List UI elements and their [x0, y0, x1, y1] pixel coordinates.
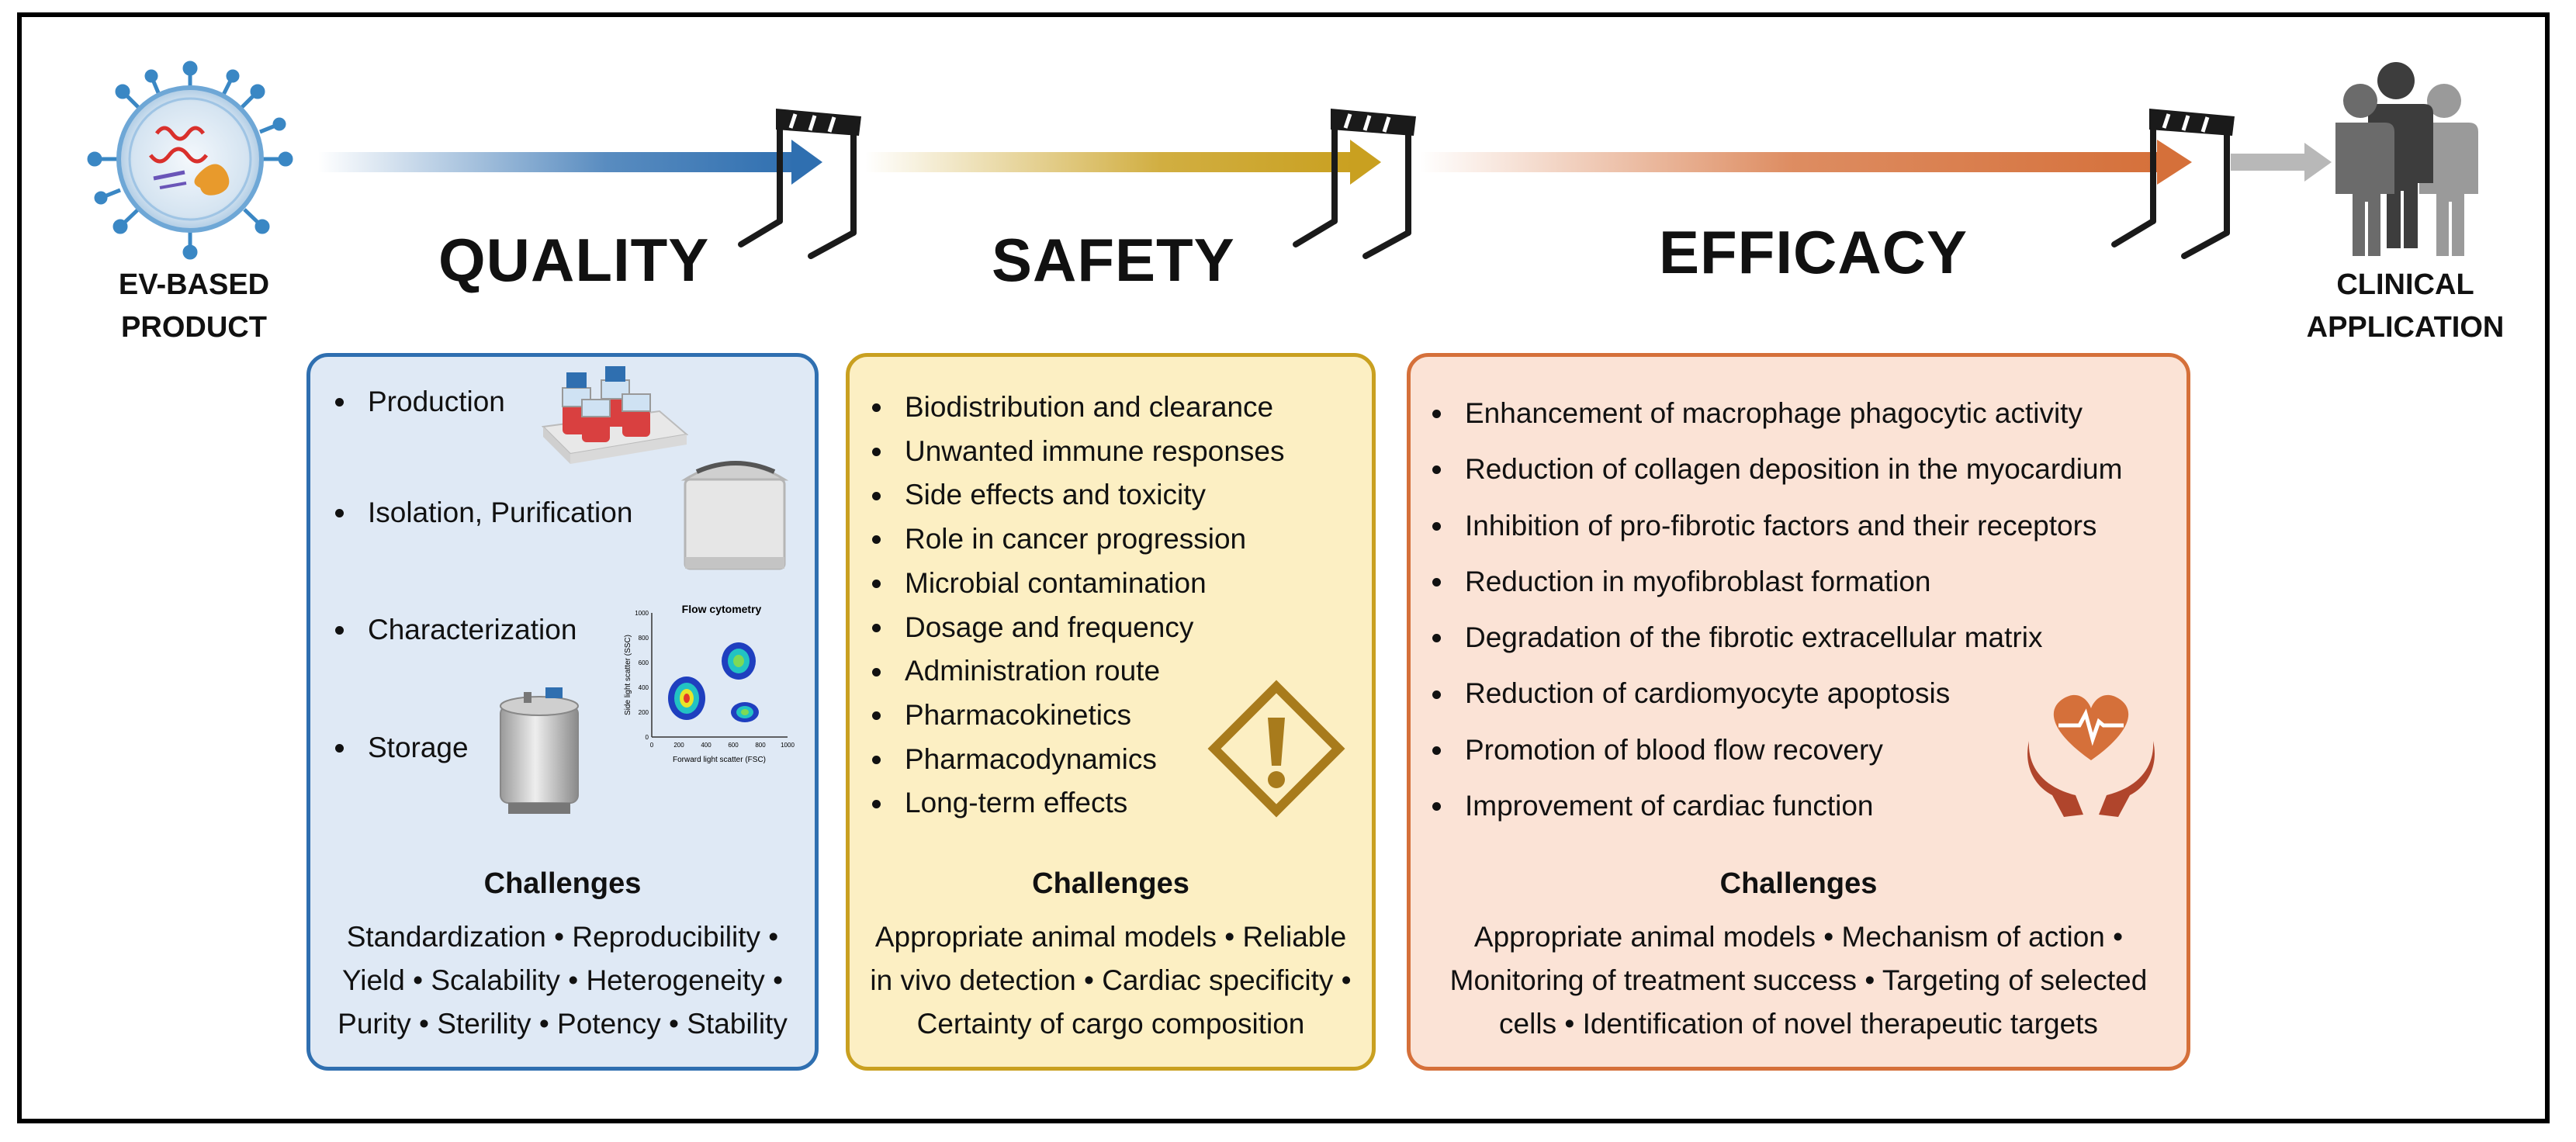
start-label-line1: EV-BASED	[118, 268, 270, 301]
safety-box	[846, 353, 1376, 1071]
efficacy-item: Degradation of the fibrotic extracellula…	[1425, 610, 2122, 666]
flow-plot-xtick: 0	[650, 742, 654, 749]
safety-item: Administration route	[864, 649, 1284, 694]
efficacy-title: EFFICACY	[1659, 218, 1968, 286]
quality-challenges-text: Standardization • Reproducibility • Yiel…	[306, 915, 819, 1046]
efficacy-item: Enhancement of macrophage phagocytic act…	[1425, 386, 2122, 441]
safety-item: Pharmacodynamics	[864, 738, 1284, 782]
efficacy-item: Promotion of blood flow recovery	[1425, 722, 2122, 778]
warning-diamond-icon	[1207, 680, 1345, 818]
flow-plot-xtick: 1000	[781, 742, 795, 749]
flow-plot-xtick: 400	[701, 742, 712, 749]
flow-plot-xlabel: Forward light scatter (FSC)	[673, 756, 766, 764]
start-label-line2: PRODUCT	[121, 311, 267, 344]
safety-item: Unwanted immune responses	[864, 430, 1284, 474]
hurdle-icon-quality	[738, 109, 861, 259]
flow-plot-xtick: 600	[728, 742, 739, 749]
centrifuge-icon	[680, 461, 789, 570]
start-label: EV-BASED PRODUCT	[93, 264, 295, 349]
figure-frame	[17, 12, 2550, 1123]
flow-plot-xtick: 200	[673, 742, 684, 749]
safety-item-list: Biodistribution and clearance Unwanted i…	[864, 386, 1284, 825]
safety-item: Dosage and frequency	[864, 606, 1284, 650]
efficacy-box	[1407, 353, 2190, 1071]
efficacy-item: Inhibition of pro-fibrotic factors and t…	[1425, 498, 2122, 554]
flow-plot-ylabel: Side light scatter (SSC)	[624, 635, 632, 715]
efficacy-challenges-line: Appropriate animal models • Mechanism of…	[1473, 921, 2124, 953]
hurdle-icon-efficacy	[2111, 109, 2235, 259]
flow-plot-ytick: 600	[639, 659, 649, 666]
flow-plot-ytick: 1000	[635, 610, 649, 617]
efficacy-item: Reduction of cardiomyocyte apoptosis	[1425, 666, 2122, 722]
efficacy-challenges-title: Challenges	[1719, 867, 1878, 900]
quality-item: Production	[327, 386, 505, 418]
safety-title: SAFETY	[992, 226, 1235, 294]
safety-item: Side effects and toxicity	[864, 473, 1284, 517]
flow-cytometry-plot: Flow cytometry 0 200 400 600 800 1000 0 200 400 6…	[624, 603, 795, 764]
efficacy-challenges-text: Appropriate animal models • Mechanism of…	[1407, 915, 2190, 1046]
quality-challenges-line: Purity • Sterility • Potency • Stability	[338, 1008, 788, 1040]
efficacy-item: Reduction of collagen deposition in the …	[1425, 441, 2122, 497]
flow-plot-title: Flow cytometry	[682, 603, 762, 615]
bioreactor-icon	[541, 366, 689, 464]
pathway-arrows	[318, 140, 2332, 185]
quality-challenges-title: Challenges	[483, 867, 642, 900]
efficacy-item: Improvement of cardiac function	[1425, 778, 2122, 834]
quality-item: Characterization	[327, 614, 576, 646]
safety-challenges-line: in vivo detection • Cardiac specificity …	[870, 964, 1352, 996]
quality-title: QUALITY	[438, 226, 710, 294]
safety-item: Pharmacokinetics	[864, 694, 1284, 738]
flow-plot-ytick: 0	[646, 734, 649, 741]
end-label: CLINICAL APPLICATION	[2273, 264, 2537, 349]
people-icon	[2335, 62, 2478, 256]
safety-item: Long-term effects	[864, 781, 1284, 825]
flow-plot-ytick: 800	[639, 635, 649, 642]
flow-plot-populations	[668, 642, 759, 722]
flow-plot-ytick: 200	[639, 709, 649, 716]
efficacy-item: Reduction in myofibroblast formation	[1425, 554, 2122, 610]
quality-item: Isolation, Purification	[327, 497, 632, 529]
efficacy-arrow	[1420, 140, 2192, 185]
safety-challenges-text: Appropriate animal models • Reliable in …	[846, 915, 1376, 1046]
quality-challenges-line: Yield • Scalability • Heterogeneity •	[341, 964, 784, 996]
safety-arrow	[865, 140, 1381, 185]
end-label-line2: APPLICATION	[2306, 311, 2505, 344]
efficacy-challenges-line: Monitoring of treatment success • Target…	[1449, 964, 2148, 996]
flow-plot-ytick: 400	[639, 684, 649, 691]
safety-challenges-line: Certainty of cargo composition	[916, 1008, 1305, 1040]
storage-tank-icon	[500, 687, 579, 814]
end-label-line1: CLINICAL	[2336, 268, 2474, 301]
final-arrow	[2231, 143, 2332, 182]
safety-item: Biodistribution and clearance	[864, 386, 1284, 430]
flow-plot-xtick: 800	[755, 742, 766, 749]
safety-challenges-line: Appropriate animal models • Reliable	[874, 921, 1347, 953]
safety-challenges-title: Challenges	[1032, 867, 1189, 900]
quality-arrow	[318, 140, 822, 185]
hurdle-icon-safety	[1293, 109, 1416, 259]
safety-item: Microbial contamination	[864, 562, 1284, 606]
efficacy-item-list: Enhancement of macrophage phagocytic act…	[1425, 386, 2122, 834]
ev-particle-icon	[87, 61, 293, 260]
safety-item: Role in cancer progression	[864, 517, 1284, 562]
heart-hands-icon	[2027, 694, 2155, 817]
quality-challenges-line: Standardization • Reproducibility •	[346, 921, 779, 953]
quality-item: Storage	[327, 732, 469, 764]
efficacy-challenges-line: cells • Identification of novel therapeu…	[1499, 1008, 2098, 1040]
